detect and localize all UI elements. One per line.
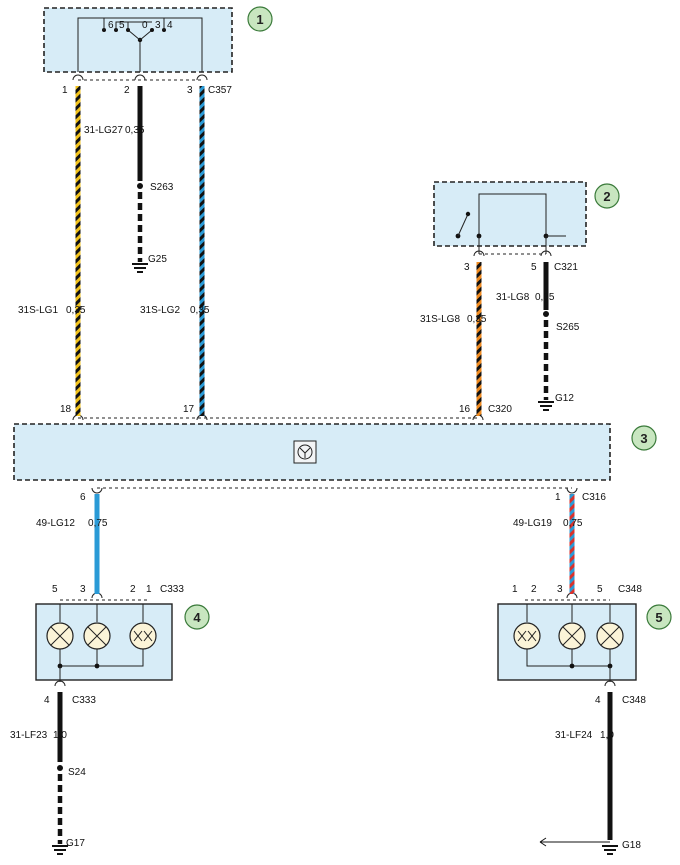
module3-terminal-1: 1 (555, 492, 561, 503)
lamp4-terminal-4: 4 (44, 695, 50, 706)
wire-31s-lg1-code: 31S-LG1 (18, 305, 58, 316)
connector-c348-bottom: C348 (622, 695, 646, 706)
wire-31-lg27 (137, 86, 143, 181)
badge-3 (631, 425, 657, 451)
connector-c320: C320 (488, 404, 512, 415)
lamp5-terminal-2: 2 (531, 584, 537, 595)
switch1-pin-0: 0 (142, 20, 148, 31)
component-badges: 1 2 3 4 5 (184, 6, 672, 630)
badge-2-label: 2 (603, 189, 610, 204)
wire-31-lf24 (607, 692, 613, 840)
wire-31s-lg8 (476, 262, 482, 416)
splice-s24 (57, 765, 63, 771)
lamp5-terminal-4: 4 (595, 695, 601, 706)
connector-c321: C321 (554, 262, 578, 273)
splice-s263 (137, 183, 143, 189)
component-1-switch: 6 5 0 3 4 1 2 3 C357 (43, 7, 233, 96)
connector-c333-top: C333 (160, 584, 184, 595)
wire-49-lg19-gauge: 0,75 (563, 518, 583, 529)
module3-terminal-17: 17 (183, 404, 195, 415)
badge-1 (247, 6, 273, 32)
wire-31s-lg2 (199, 86, 205, 416)
connector-c333-bottom: C333 (72, 695, 96, 706)
wire-49-lg19-code: 49-LG19 (513, 518, 552, 529)
wire-31s-lg2-code: 31S-LG2 (140, 305, 180, 316)
lamp4-terminal-3: 3 (80, 584, 86, 595)
switch1-pin-4: 4 (167, 20, 173, 31)
splice-s265 (543, 311, 549, 317)
wire-49-lg12 (94, 494, 100, 594)
wire-49-lg12-gauge: 0,75 (88, 518, 108, 529)
connector-c316: C316 (582, 492, 606, 503)
connector-c348-top: C348 (618, 584, 642, 595)
module3-terminal-6: 6 (80, 492, 86, 503)
lamp5-terminal-3: 3 (557, 584, 563, 595)
switch1-pin-5: 5 (119, 20, 125, 31)
badge-4 (184, 604, 210, 630)
switch2-terminal-5: 5 (531, 262, 537, 273)
ground-g12-label: G12 (555, 393, 574, 404)
badge-2 (594, 183, 620, 209)
grounds: G25 G12 G17 G18 (52, 254, 641, 855)
badge-1-label: 1 (256, 12, 263, 27)
wire-labels: 31-LG27 0,35 31S-LG1 0,35 31S-LG2 0,35 3… (10, 125, 614, 741)
splice-s24-label: S24 (68, 767, 86, 778)
ground-g17-icon (52, 845, 68, 855)
lamp5-terminal-1: 1 (512, 584, 518, 595)
switch2-terminal-3: 3 (464, 262, 470, 273)
wire-31-lf23 (57, 692, 63, 762)
component-3-module: 18 17 16 C320 6 1 C316 (13, 404, 611, 503)
component-5-lamp-unit: 1 2 3 5 C348 4 C348 (497, 584, 646, 706)
badge-5 (646, 604, 672, 630)
component-2-switch: 3 5 C321 (433, 181, 587, 273)
component-4-lamp-unit: 5 3 2 1 C333 4 C333 (35, 584, 184, 706)
lamp4-terminal-2: 2 (130, 584, 136, 595)
wires (57, 86, 613, 840)
wire-49-lg12-code: 49-LG12 (36, 518, 75, 529)
badge-3-label: 3 (640, 431, 647, 446)
ground-g25-label: G25 (148, 254, 167, 265)
module3-terminal-16: 16 (459, 404, 471, 415)
wire-31s-lg1 (75, 86, 81, 416)
wire-31-lg8-code: 31-LG8 (496, 292, 530, 303)
wire-31-lg8 (543, 262, 549, 310)
ground-g18-label: G18 (622, 840, 641, 851)
wire-31-lf24-code: 31-LF24 (555, 730, 593, 741)
splices: S263 S265 S24 (57, 182, 580, 844)
ground-g17-label: G17 (66, 838, 85, 849)
switch1-pin-3: 3 (155, 20, 161, 31)
wire-31-lf24-gauge: 1,0 (600, 730, 614, 741)
switch1-terminal-3: 3 (187, 85, 193, 96)
ground-g18-icon (539, 837, 618, 855)
badge-4-label: 4 (193, 610, 201, 625)
switch1-terminal-1: 1 (62, 85, 68, 96)
wire-31s-lg2-gauge: 0,35 (190, 305, 210, 316)
wire-31s-lg1-gauge: 0,35 (66, 305, 86, 316)
lamp5-terminal-5: 5 (597, 584, 603, 595)
module3-terminal-18: 18 (60, 404, 72, 415)
ground-g25-icon (132, 263, 148, 273)
connector-c357: C357 (208, 85, 232, 96)
splice-s263-label: S263 (150, 182, 174, 193)
splice-s265-label: S265 (556, 322, 580, 333)
wire-31s-lg8-code: 31S-LG8 (420, 314, 460, 325)
wire-31-lg27-gauge: 0,35 (125, 125, 145, 136)
ground-g12-icon (538, 401, 554, 411)
lamp4-terminal-1: 1 (146, 584, 152, 595)
wire-31s-lg8-gauge: 0,35 (467, 314, 487, 325)
wire-31-lg27-code: 31-LG27 (84, 125, 123, 136)
wire-49-lg19 (569, 494, 575, 594)
lamp4-terminal-5: 5 (52, 584, 58, 595)
wire-31-lf23-gauge: 1,0 (53, 730, 67, 741)
wire-31-lf23-code: 31-LF23 (10, 730, 48, 741)
switch1-pin-6: 6 (108, 20, 114, 31)
badge-5-label: 5 (655, 610, 662, 625)
switch1-terminal-2: 2 (124, 85, 130, 96)
wire-31-lg8-gauge: 0,35 (535, 292, 555, 303)
